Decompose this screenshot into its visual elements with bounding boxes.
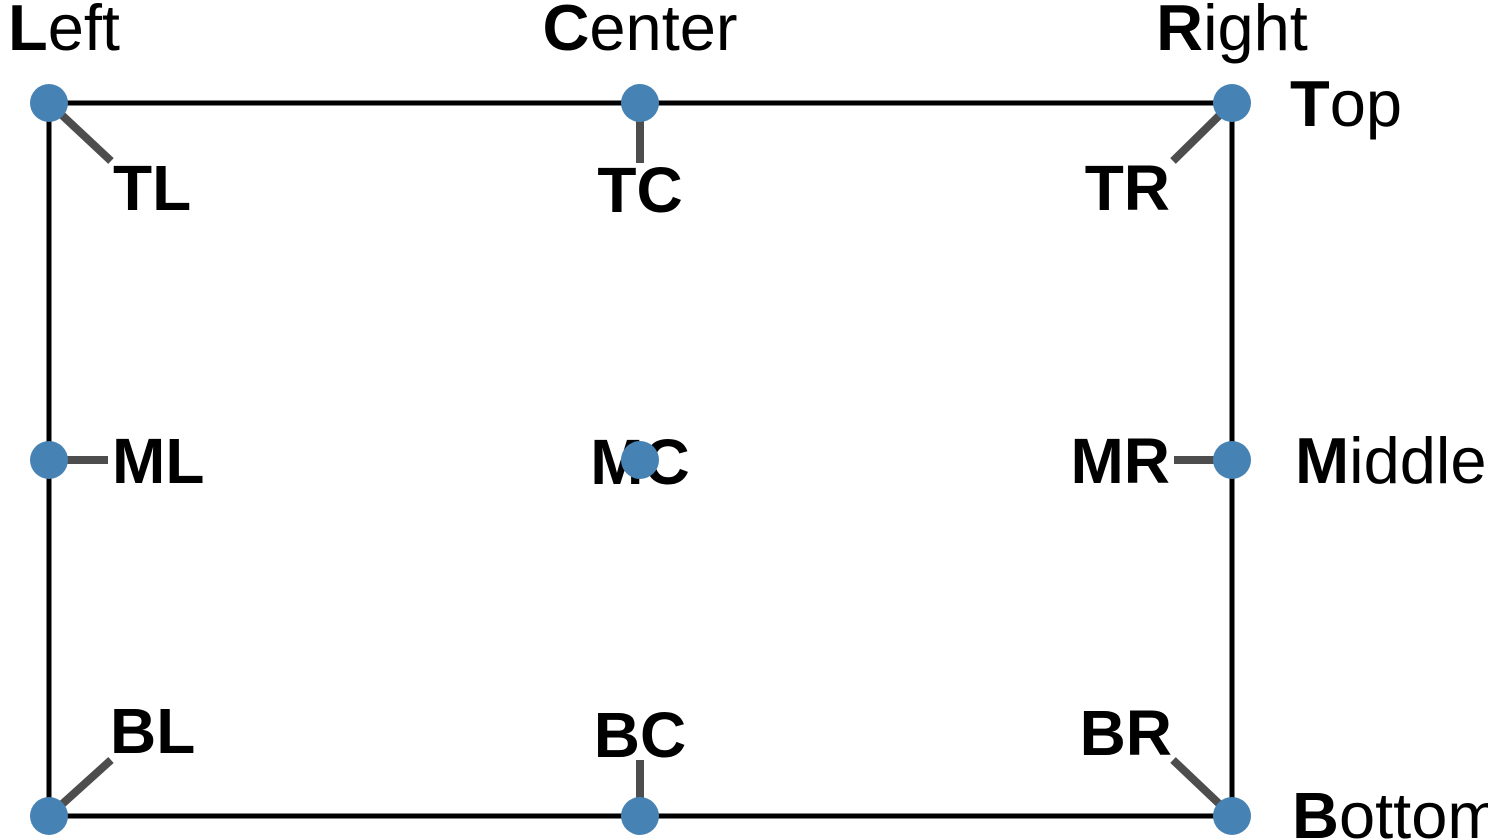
column-label-right-initial: R [1156, 0, 1203, 64]
anchor-dot-tr [1213, 84, 1251, 122]
column-label-right: Right [1156, 0, 1308, 64]
column-label-left-initial: L [8, 0, 48, 64]
anchor-label-tl: TL [113, 152, 191, 224]
anchor-dot-tl [30, 84, 68, 122]
row-label-top-rest: op [1330, 67, 1402, 140]
column-label-center-rest: enter [589, 0, 737, 64]
column-label-center-initial: C [542, 0, 589, 64]
anchor-dot-bl [30, 797, 68, 835]
anchor-dot-mr [1213, 441, 1251, 479]
anchor-dot-bc [621, 797, 659, 835]
anchor-label-tr: TR [1085, 152, 1170, 224]
column-label-left-rest: eft [48, 0, 120, 64]
anchor-label-tc: TC [597, 154, 682, 226]
row-label-top: Top [1290, 67, 1402, 140]
anchor-dots [30, 84, 1251, 835]
column-label-center: Center [542, 0, 737, 64]
anchor-label-mr: MR [1070, 425, 1170, 497]
anchor-label-bc: BC [594, 699, 686, 771]
anchor-label-ml: ML [112, 425, 204, 497]
row-label-middle: Middle [1295, 424, 1487, 497]
row-label-bottom-initial: B [1292, 779, 1339, 839]
row-label-top-initial: T [1290, 67, 1330, 140]
column-label-left: Left [8, 0, 120, 64]
column-label-right-rest: ight [1203, 0, 1308, 64]
row-label-middle-initial: M [1295, 424, 1349, 497]
row-label-bottom-rest: ottom [1339, 779, 1488, 839]
anchor-label-bl: BL [110, 695, 195, 767]
row-label-middle-rest: iddle [1349, 424, 1486, 497]
anchor-dot-tc [621, 84, 659, 122]
anchor-dot-br [1213, 797, 1251, 835]
anchor-dot-ml [30, 441, 68, 479]
row-label-bottom: Bottom [1292, 779, 1488, 839]
anchor-label-br: BR [1080, 697, 1172, 769]
anchor-dot-mc [621, 441, 659, 479]
